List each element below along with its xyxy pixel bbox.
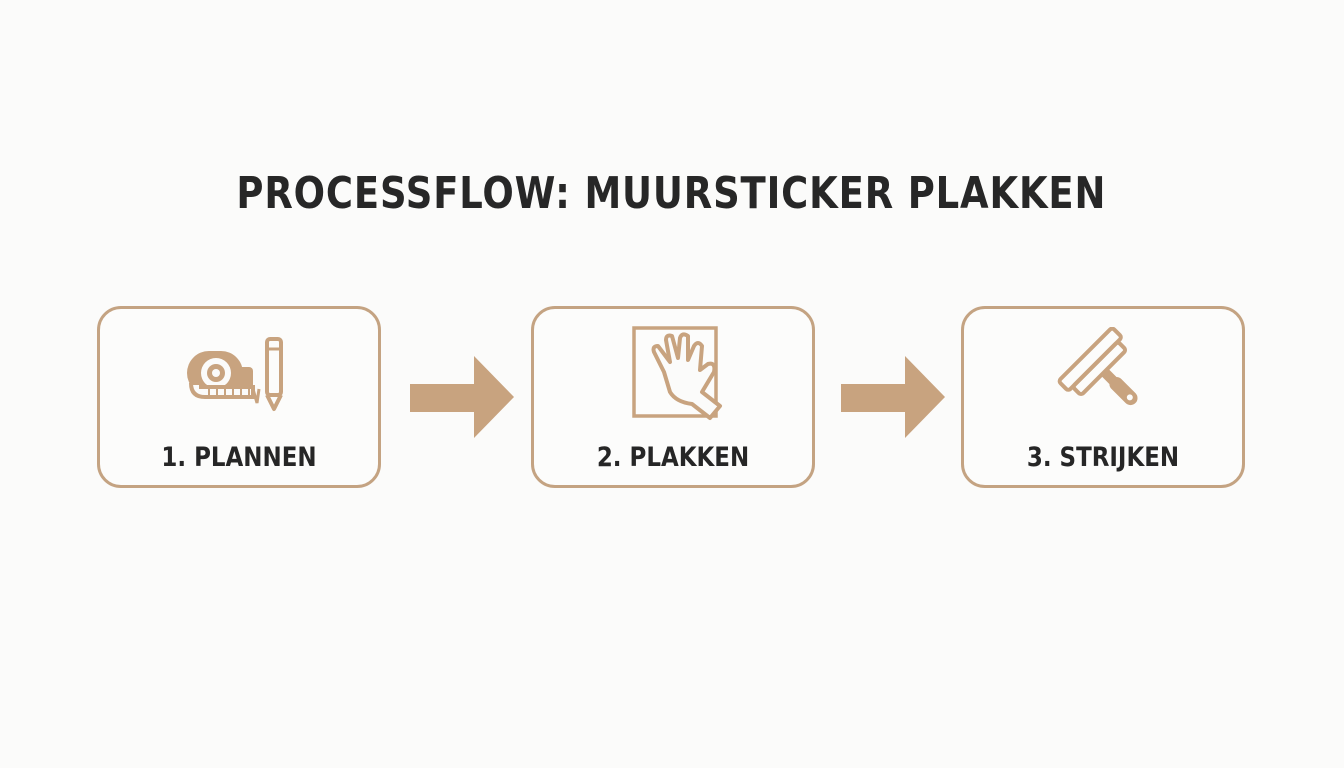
hand-icon	[651, 332, 722, 420]
arrow-right-icon	[410, 356, 514, 438]
step-label: 3. STRIJKEN	[1026, 442, 1180, 473]
strijken-icon-group	[964, 327, 1242, 413]
arrow-right-icon	[841, 356, 945, 438]
squeegee-icon	[1057, 327, 1138, 406]
step-label: 1. PLANNEN	[161, 442, 317, 473]
step-label: 2. PLAKKEN	[596, 442, 750, 473]
pencil-icon	[265, 337, 283, 411]
page-title: PROCESSFLOW: MUURSTICKER PLAKKEN	[236, 168, 1107, 219]
plakken-icon-group	[534, 326, 812, 420]
step-card-plannen: 1. PLANNEN	[97, 306, 381, 488]
step-card-strijken: 3. STRIJKEN	[961, 306, 1245, 488]
plannen-icon-group	[100, 331, 378, 413]
step-card-plakken: 2. PLAKKEN	[531, 306, 815, 488]
tape-measure-icon	[187, 351, 261, 404]
